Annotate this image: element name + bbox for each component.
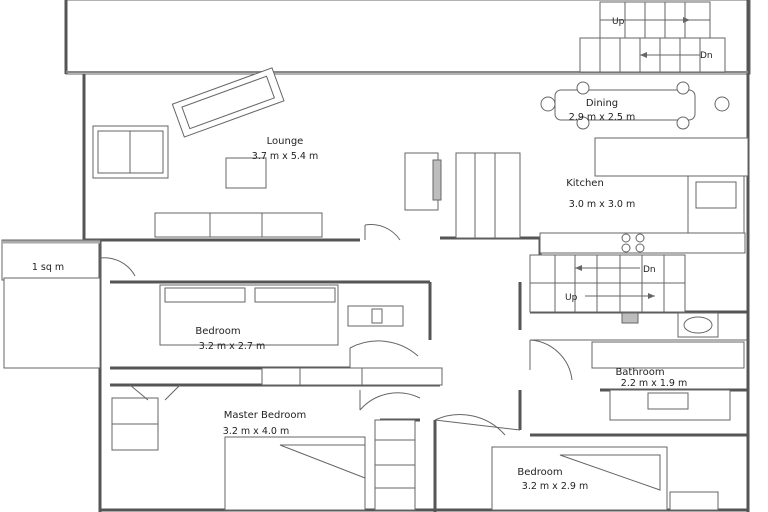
master-bedroom-dim: 3.2 m x 4.0 m xyxy=(223,426,289,437)
dining-name: Dining xyxy=(586,98,618,109)
bedroom-1-door xyxy=(349,340,419,368)
bedroom-1-label: Bedroom 3.2 m x 2.7 m xyxy=(195,326,265,352)
kitchen-dim: 3.0 m x 3.0 m xyxy=(569,199,635,210)
middle-stair-down-label: Dn xyxy=(643,265,656,275)
bathroom-label: Bathroom 2.2 m x 1.9 m xyxy=(615,367,687,389)
entry-door xyxy=(364,224,401,241)
top-stairs: Up Dn xyxy=(579,1,726,73)
top-stair-down-label: Dn xyxy=(700,51,713,61)
bathroom-fixtures xyxy=(529,312,745,421)
master-bedroom-label: Master Bedroom 3.2 m x 4.0 m xyxy=(223,410,307,437)
master-bedroom-door xyxy=(359,390,421,411)
kitchen-counters xyxy=(539,137,749,254)
dining-table xyxy=(540,81,730,130)
lounge-furniture xyxy=(92,67,323,238)
bedroom-2-dim: 3.2 m x 2.9 m xyxy=(522,481,588,492)
middle-stair-up-label: Up xyxy=(565,293,578,303)
bathroom-dim: 2.2 m x 1.9 m xyxy=(621,378,687,389)
lounge-name: Lounge xyxy=(267,136,304,147)
lounge-dim: 3.7 m x 5.4 m xyxy=(252,151,318,162)
central-wall xyxy=(404,152,521,239)
porch-steps xyxy=(3,277,101,369)
kitchen-name: Kitchen xyxy=(566,178,604,189)
kitchen-room-label: Kitchen 3.0 m x 3.0 m xyxy=(566,178,635,210)
middle-stairs: Dn Up xyxy=(529,254,686,313)
lounge-room-label: Lounge 3.7 m x 5.4 m xyxy=(252,136,318,162)
dining-room-label: Dining 2.9 m x 2.5 m xyxy=(569,98,635,123)
bathroom-name: Bathroom xyxy=(615,367,664,378)
master-bedroom-name: Master Bedroom xyxy=(224,410,307,421)
bedroom-1-furniture xyxy=(159,284,404,346)
bedroom-2-label: Bedroom 3.2 m x 2.9 m xyxy=(517,467,588,492)
bedroom-1-name: Bedroom xyxy=(195,326,240,337)
bedroom-2-furniture xyxy=(434,414,719,511)
master-bedroom-furniture xyxy=(111,384,416,511)
porch-area-label: 1 sq m xyxy=(32,262,64,273)
porch: 1 sq m xyxy=(1,239,136,281)
dining-dim: 2.9 m x 2.5 m xyxy=(569,112,635,123)
top-stair-up-label: Up xyxy=(612,17,625,27)
bedroom-1-dim: 3.2 m x 2.7 m xyxy=(199,341,265,352)
hall-closet xyxy=(261,367,443,386)
bedroom-2-name: Bedroom xyxy=(517,467,562,478)
